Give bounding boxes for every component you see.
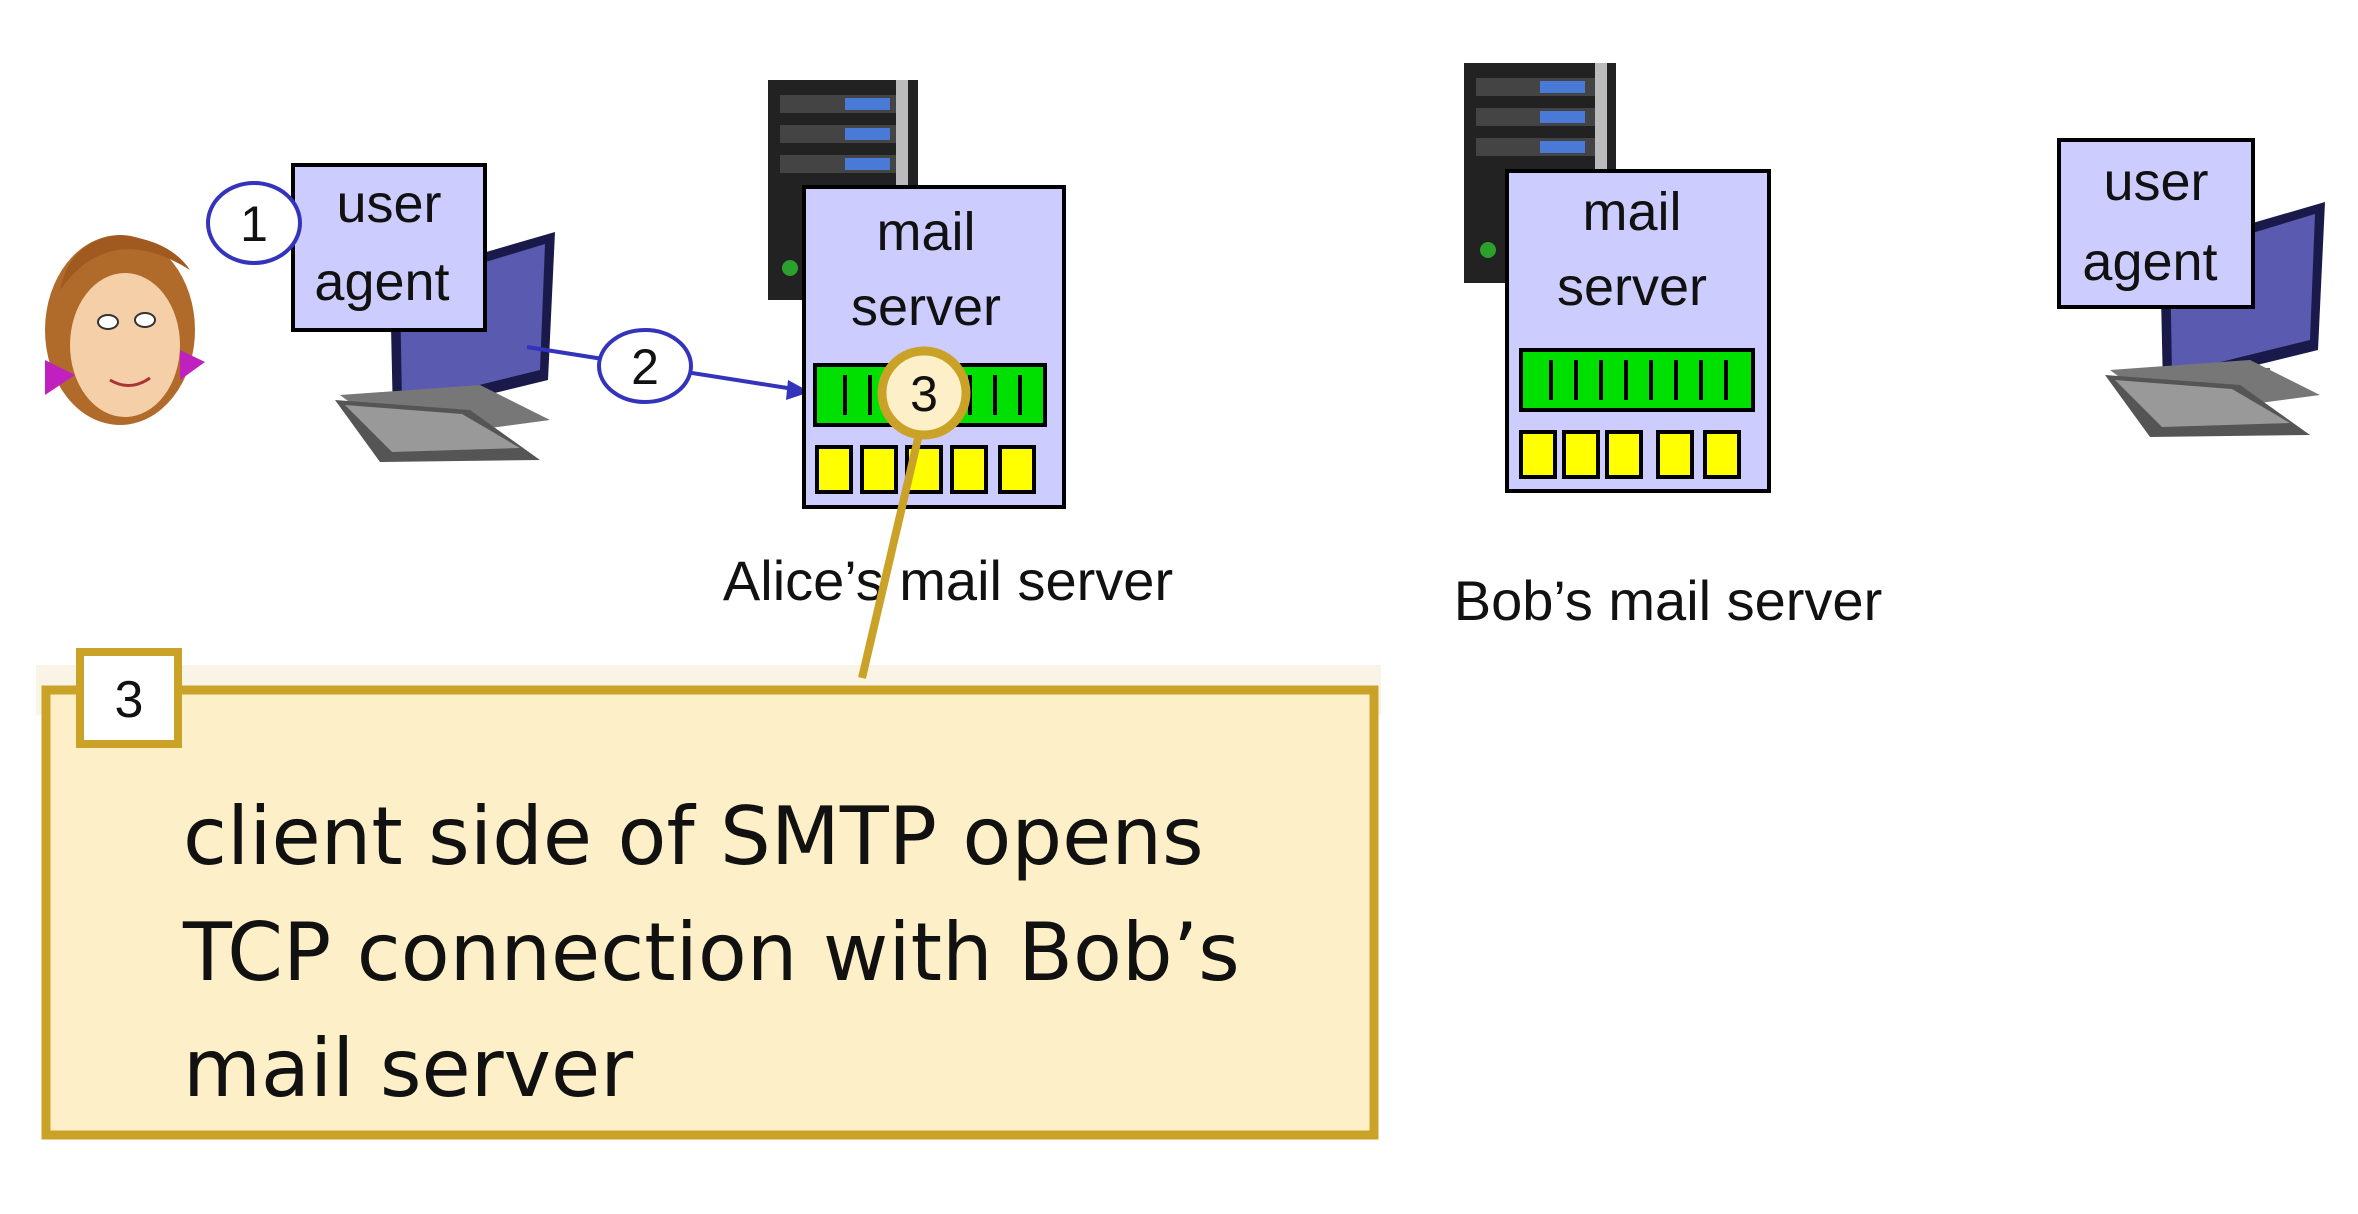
bob-mail-server: mail server bbox=[1505, 169, 1771, 493]
alice-person-icon bbox=[45, 235, 205, 425]
alice-server-caption: Alice’s mail server bbox=[723, 549, 1173, 612]
user-agent-right-line1: user bbox=[2103, 152, 2208, 212]
alice-server-line2: server bbox=[851, 277, 1001, 337]
bob-message-queue bbox=[1519, 348, 1755, 412]
alice-server-line1: mail bbox=[876, 202, 975, 262]
callout-number-badge bbox=[76, 648, 182, 748]
callout-line-2: TCP connection with Bob’s bbox=[182, 906, 1240, 999]
callout-line-1: client side of SMTP opens bbox=[183, 790, 1204, 883]
bob-server-caption: Bob’s mail server bbox=[1454, 569, 1882, 632]
user-agent-left-line1: user bbox=[336, 174, 441, 234]
callout-number: 3 bbox=[115, 671, 144, 729]
step-1-label: 1 bbox=[240, 196, 268, 252]
bob-mailbox-row bbox=[1519, 430, 1741, 479]
user-agent-left-line2: agent bbox=[314, 252, 449, 312]
step-2-label: 2 bbox=[631, 339, 659, 395]
step-1-marker: 1 bbox=[206, 181, 302, 265]
alice-mail-server: mail server bbox=[802, 185, 1066, 509]
user-agent-right: user agent bbox=[2057, 138, 2255, 309]
callout-line-3: mail server bbox=[183, 1022, 633, 1115]
alice-mailbox-row bbox=[815, 445, 1036, 494]
callout-box bbox=[41, 685, 1379, 1140]
step-3-label: 3 bbox=[910, 366, 938, 422]
user-agent-left: user agent bbox=[291, 163, 487, 332]
bob-server-line2: server bbox=[1557, 257, 1707, 317]
user-agent-right-line2: agent bbox=[2082, 232, 2217, 292]
step-2-arrow: 2 bbox=[526, 328, 810, 404]
step-3-callout: 3 client side of SMTP opens TCP connecti… bbox=[36, 429, 1381, 1140]
step-3-marker: 3 bbox=[877, 346, 971, 440]
bob-server-line1: mail bbox=[1582, 182, 1681, 242]
